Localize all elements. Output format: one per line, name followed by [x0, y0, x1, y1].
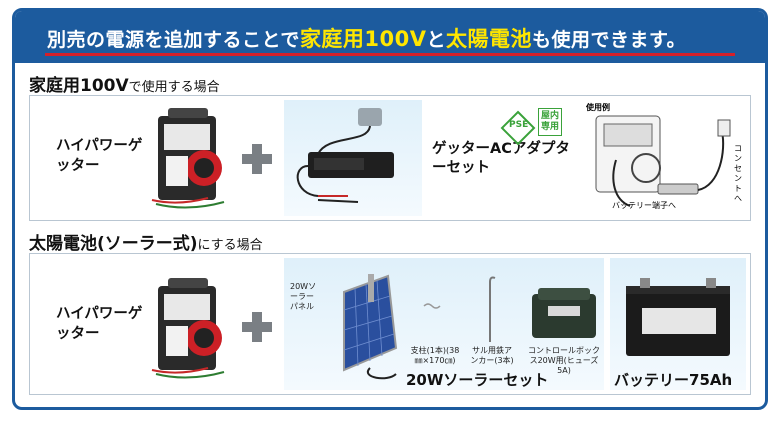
control-box-label: コントロールボックス20W用(ヒューズ 5A) — [526, 346, 602, 376]
energizer-image — [151, 108, 225, 209]
indoor-only-stamp: 屋内専用 — [538, 108, 562, 136]
usage-example-illustration — [595, 115, 731, 207]
solar-set-name: 20Wソーラーセット — [406, 371, 549, 389]
section-title-solar-big: 太陽電池(ソーラー式) — [29, 234, 198, 254]
banner-text-part1: 別売の電源を追加することで — [47, 29, 300, 51]
pole-label: 支柱(1本)(38㎜×170㎝) — [410, 346, 460, 366]
banner-headline: 別売の電源を追加することで家庭用100Vと太陽電池も使用できます。 — [47, 23, 686, 53]
pole-image — [423, 303, 441, 309]
banner-highlight-100v: 家庭用100V — [299, 27, 427, 51]
product-name-home-text: ハイパワーゲッター — [56, 138, 143, 174]
product-name-solar: ハイパワーゲッター — [56, 304, 144, 344]
anchor-label-text: サル用鉄アンカー(3本) — [470, 346, 514, 365]
energizer-image-solar — [151, 278, 225, 379]
indoor-only-stamp-text: 屋内専用 — [541, 111, 560, 132]
control-box-label-text: コントロールボックス20W用(ヒューズ 5A) — [528, 346, 600, 375]
anchor-label: サル用鉄アンカー(3本) — [470, 346, 514, 366]
panel-solar-power: ハイパワーゲッター 20Wソーラーパネル — [29, 253, 751, 395]
section-title-home-big: 家庭用100V — [29, 76, 129, 96]
panel-home-power: ハイパワーゲッター ゲッターACアダプターセット — [29, 95, 751, 221]
adapter-name-text: ゲッターACアダプターセット — [432, 141, 570, 176]
banner-highlight-solar: 太陽電池 — [446, 27, 533, 51]
header-banner: 別売の電源を追加することで家庭用100Vと太陽電池も使用できます。 — [15, 11, 765, 63]
pse-mark-text: PSE — [509, 120, 529, 130]
pole-label-text: 支柱(1本)(38㎜×170㎝) — [410, 346, 460, 365]
solar-panel-label-text: 20Wソーラーパネル — [290, 282, 317, 311]
usage-example-label: 使用例 — [586, 103, 610, 112]
outlet-label: コンセントへ — [734, 144, 742, 203]
product-name-solar-text: ハイパワーゲッター — [56, 306, 143, 342]
plus-icon — [242, 144, 272, 174]
section-title-home: 家庭用100Vで使用する場合 — [29, 71, 220, 96]
solar-panel-image — [343, 274, 398, 380]
section-title-home-small: で使用する場合 — [128, 80, 220, 95]
adapter-name: ゲッターACアダプターセット — [432, 140, 572, 178]
battery-terminal-label: バッテリー端子へ — [612, 201, 676, 210]
section-title-solar: 太陽電池(ソーラー式)にする場合 — [29, 229, 263, 254]
battery-image — [626, 278, 730, 356]
control-box-image — [532, 288, 596, 338]
ac-adapter-image — [296, 108, 394, 203]
solar-panel-label: 20Wソーラーパネル — [290, 282, 320, 312]
section-title-solar-small: にする場合 — [197, 238, 263, 253]
banner-text-part3: も使用できます。 — [532, 29, 687, 51]
plus-icon-solar — [242, 312, 272, 342]
pse-mark-icon — [500, 110, 536, 146]
anchor-image — [489, 276, 496, 342]
promo-frame: 別売の電源を追加することで家庭用100Vと太陽電池も使用できます。 家庭用100… — [12, 8, 768, 410]
battery-name: バッテリー75Ah — [614, 371, 733, 389]
banner-underline — [45, 53, 735, 56]
product-name-home: ハイパワーゲッター — [56, 136, 144, 176]
banner-text-part2: と — [426, 29, 447, 51]
